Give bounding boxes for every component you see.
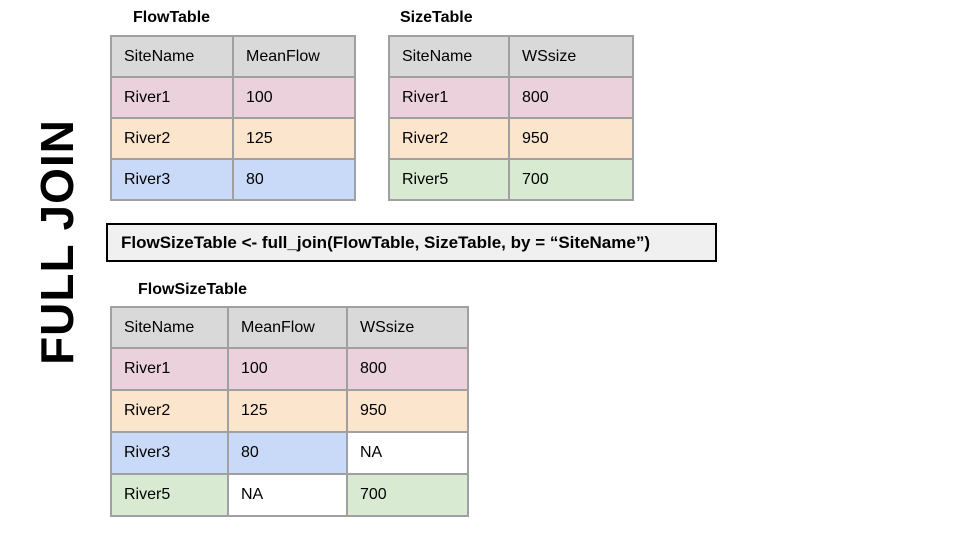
result-table-title: FlowSizeTable (138, 281, 248, 298)
flow-table-title: FlowTable (133, 9, 211, 26)
result-table-header-row: SiteName MeanFlow WSsize (110, 306, 469, 349)
table-row: River5 NA 700 (110, 473, 469, 517)
column-header: SiteName (110, 35, 234, 78)
table-row: River1 100 (110, 76, 356, 119)
column-header: SiteName (388, 35, 510, 78)
table-cell-na: NA (227, 473, 348, 517)
table-row: River3 80 NA (110, 431, 469, 475)
table-cell: 800 (346, 347, 469, 391)
table-cell: River1 (110, 76, 234, 119)
result-table: SiteName MeanFlow WSsize River1 100 800 … (110, 306, 469, 517)
size-table-title: SizeTable (400, 9, 473, 26)
table-cell: River2 (388, 117, 510, 160)
table-row: River1 800 (388, 76, 634, 119)
table-cell: River2 (110, 117, 234, 160)
table-cell: River3 (110, 431, 229, 475)
table-cell: 950 (346, 389, 469, 433)
table-cell: 700 (346, 473, 469, 517)
column-header: MeanFlow (232, 35, 356, 78)
full-join-vertical-label: FULL JOIN (31, 119, 83, 365)
column-header: SiteName (110, 306, 229, 349)
table-cell: 700 (508, 158, 634, 201)
table-cell: River1 (388, 76, 510, 119)
table-cell: River1 (110, 347, 229, 391)
table-row: River5 700 (388, 158, 634, 201)
table-cell: River2 (110, 389, 229, 433)
table-row: River2 125 950 (110, 389, 469, 433)
table-row: River2 950 (388, 117, 634, 160)
full-join-code-box: FlowSizeTable <- full_join(FlowTable, Si… (106, 223, 717, 262)
table-cell: 125 (232, 117, 356, 160)
table-cell: 80 (232, 158, 356, 201)
table-cell-na: NA (346, 431, 469, 475)
table-cell: 100 (232, 76, 356, 119)
column-header: WSsize (508, 35, 634, 78)
column-header: MeanFlow (227, 306, 348, 349)
table-row: River3 80 (110, 158, 356, 201)
size-table-header-row: SiteName WSsize (388, 35, 634, 78)
table-cell: 80 (227, 431, 348, 475)
size-table: SiteName WSsize River1 800 River2 950 Ri… (388, 35, 634, 201)
table-cell: River3 (110, 158, 234, 201)
table-cell: 800 (508, 76, 634, 119)
table-cell: 100 (227, 347, 348, 391)
table-cell: River5 (110, 473, 229, 517)
table-cell: 125 (227, 389, 348, 433)
flow-table-header-row: SiteName MeanFlow (110, 35, 356, 78)
column-header: WSsize (346, 306, 469, 349)
flow-table: SiteName MeanFlow River1 100 River2 125 … (110, 35, 356, 201)
table-cell: 950 (508, 117, 634, 160)
table-cell: River5 (388, 158, 510, 201)
table-row: River1 100 800 (110, 347, 469, 391)
table-row: River2 125 (110, 117, 356, 160)
